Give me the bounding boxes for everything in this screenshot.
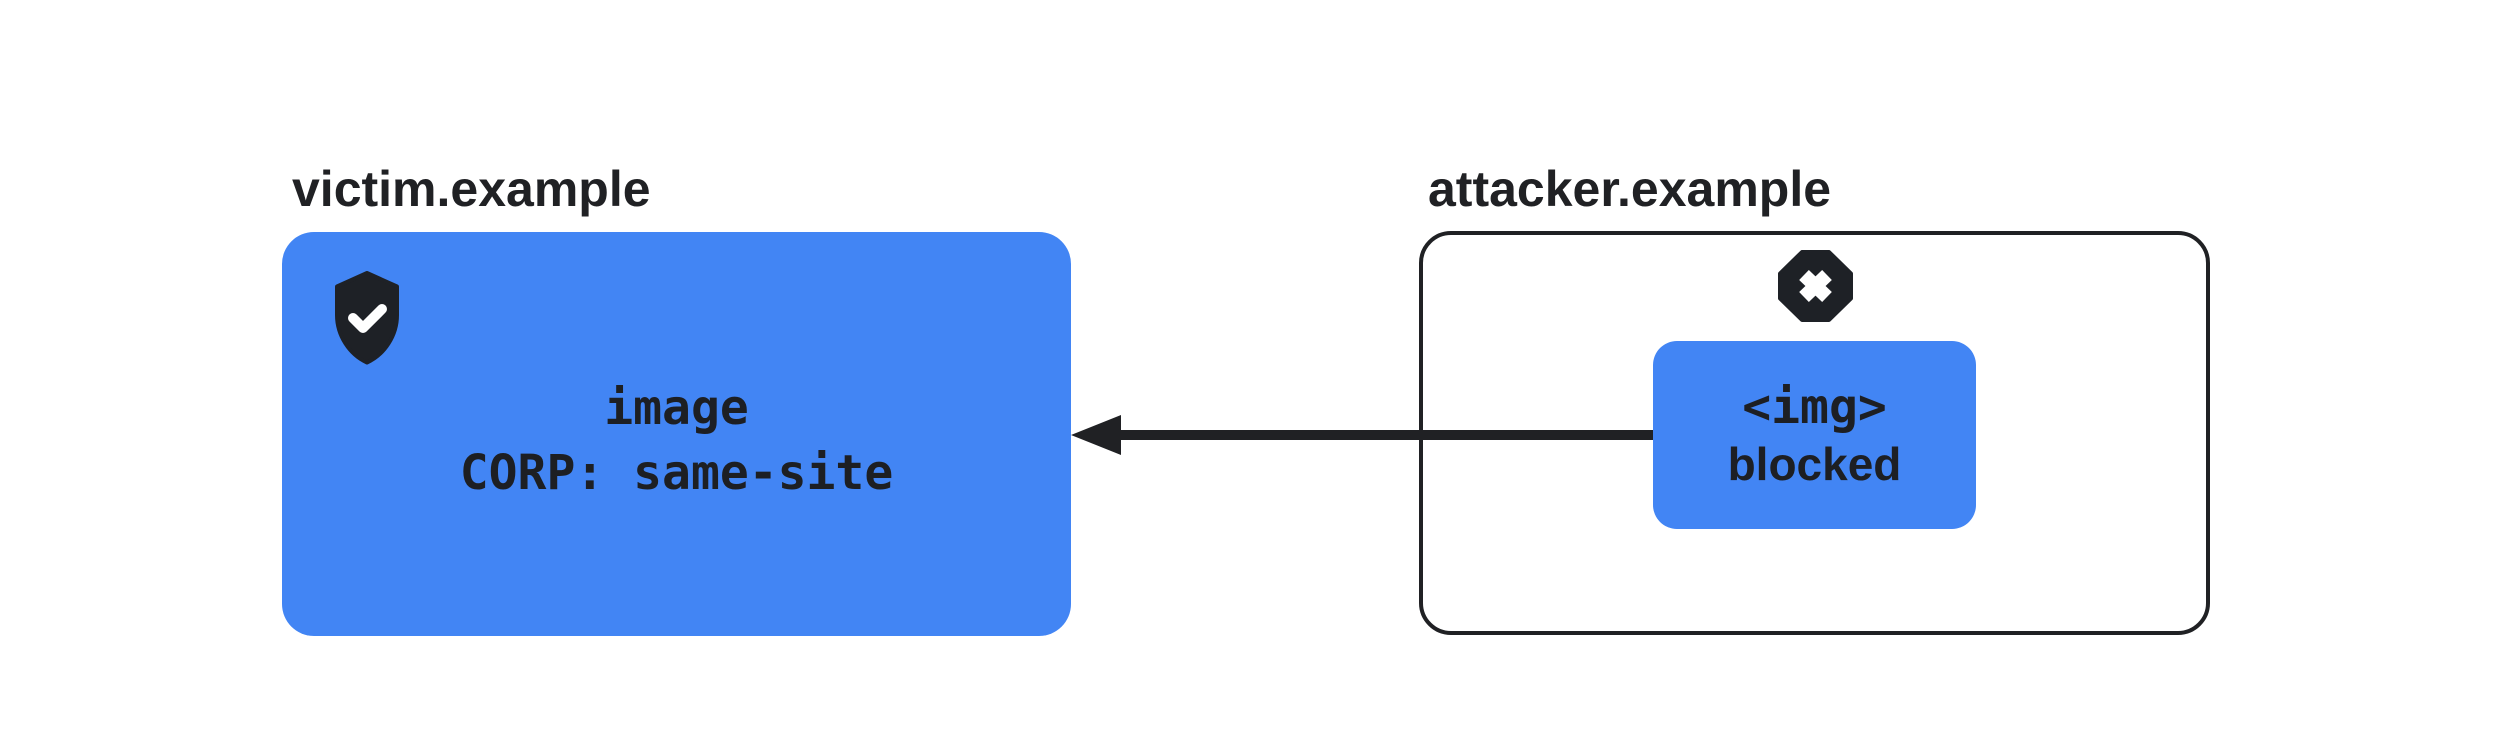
img-tag-text: <img>	[1742, 379, 1887, 435]
request-arrow-line	[1116, 430, 1653, 440]
attacker-domain-label: attacker.example	[1428, 161, 1832, 217]
corp-header-text: CORP: same-site	[459, 445, 894, 501]
blocked-text: blocked	[1727, 438, 1902, 490]
victim-domain-label: victim.example	[292, 161, 651, 217]
victim-resource-text: image CORP: same-site	[282, 232, 1071, 636]
octagon-x-icon	[1778, 250, 1853, 322]
resource-type-text: image	[604, 380, 749, 436]
arrow-left-icon	[1071, 415, 1121, 455]
img-request-box: <img> blocked	[1653, 341, 1976, 529]
victim-site-box: image CORP: same-site	[282, 232, 1071, 636]
shield-check-icon	[335, 271, 399, 365]
